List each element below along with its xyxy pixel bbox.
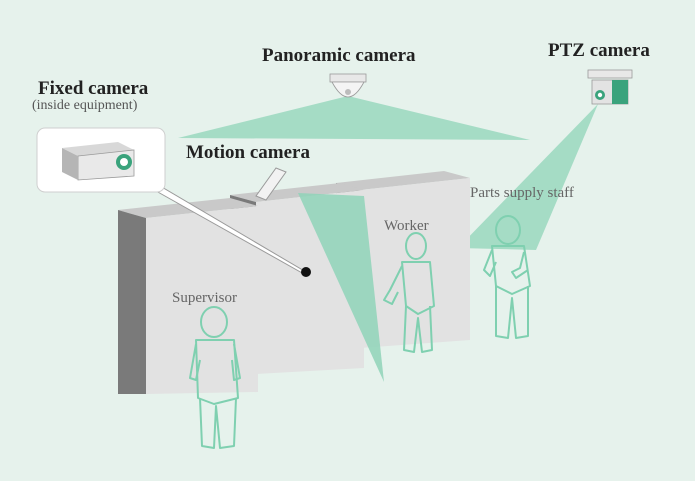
- worker-figure: [383, 232, 435, 353]
- fixed-camera-icon: [62, 142, 135, 181]
- fixed-camera-note: (inside equipment): [32, 98, 138, 113]
- ptz-camera-icon: [587, 69, 633, 105]
- parts-supply-staff-figure: [483, 215, 531, 339]
- fixed-camera-point: [301, 267, 311, 277]
- ptz-camera-view: [458, 104, 598, 250]
- parts-supply-staff-label: Parts supply staff: [470, 185, 574, 201]
- panoramic-camera-view: [178, 96, 530, 140]
- motion-camera-view: [298, 193, 384, 382]
- equipment-block-1: [118, 198, 258, 394]
- motion-camera-device: [255, 167, 287, 201]
- supervisor-label: Supervisor: [172, 290, 237, 306]
- worker-label: Worker: [384, 218, 429, 234]
- panoramic-camera-icon: [329, 73, 367, 98]
- ptz-camera-label: PTZ camera: [548, 40, 650, 61]
- panoramic-camera-label: Panoramic camera: [262, 45, 416, 66]
- motion-camera-label: Motion camera: [186, 142, 310, 163]
- supervisor-figure: [189, 306, 241, 449]
- fixed-camera-callout: [36, 127, 166, 193]
- fixed-camera-label: Fixed camera: [38, 78, 149, 99]
